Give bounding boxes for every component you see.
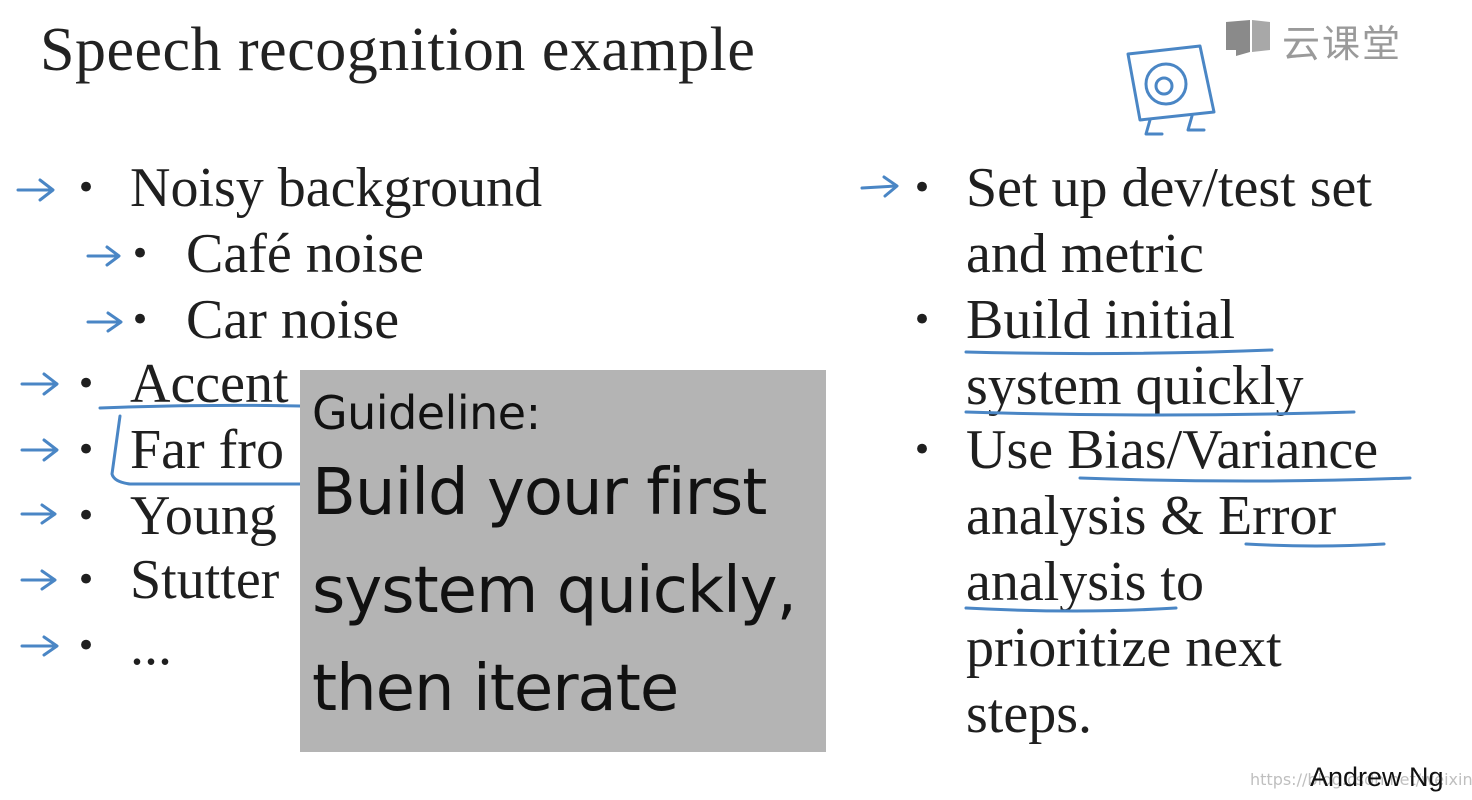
list-item: ... [130,615,172,677]
arrow-icon [20,438,59,462]
arrow-icon [860,175,899,198]
list-item: Accent [130,353,289,415]
list-item: Car noise [186,289,400,351]
slide-title: Speech recognition example [40,16,756,84]
list-item: Café noise [186,223,424,285]
arrow-icon [86,311,123,333]
guideline-heading: Guideline: [312,386,541,440]
arrow-icon [86,245,121,267]
author-credit: Andrew Ng [1310,762,1444,792]
guideline-callout: Guideline: Build your first system quick… [300,370,826,752]
speaker-doodle-icon [1126,44,1216,136]
bullet-marker: • [76,364,97,404]
list-item-line: steps. [966,683,1092,745]
arrow-icon [20,635,59,657]
list-item-line: analysis & Error [966,485,1337,547]
list-item: Stutter [130,549,280,611]
logo-text: 云课堂 [1282,21,1403,66]
list-item-line: Set up dev/test set [966,157,1372,219]
guideline-line: Build your first [312,456,767,530]
arrow-icon [20,503,57,525]
list-item: Far fro [130,419,284,481]
guideline-body: Build your first system quickly, then it… [312,444,826,738]
bullet-marker: • [76,430,97,470]
arrow-icon [20,569,57,591]
bullet-marker: • [130,300,151,340]
chat-bubble-icon [1224,18,1272,62]
list-item-line: Build initial [966,289,1236,351]
bullet-marker: • [912,300,933,340]
list-item-line: analysis to [966,551,1204,613]
list-item-line: Use Bias/Variance [966,419,1379,481]
bullet-marker: • [76,496,97,536]
bullet-marker: • [912,430,933,470]
list-item: Noisy background [130,157,543,219]
bullet-marker: • [76,626,97,666]
list-item-line: prioritize next [966,617,1282,679]
bullet-marker: • [130,234,151,274]
brand-logo: 云课堂 [1224,14,1414,66]
list-item-line: system quickly [966,355,1304,417]
arrow-icon [20,372,59,396]
guideline-line: system quickly, [312,554,797,628]
bullet-marker: • [912,168,933,208]
list-item: Young [130,485,277,547]
bullet-marker: • [76,560,97,600]
watermark-url: https://blog.csdn.net/weixin_... [1250,770,1472,789]
guideline-line: then iterate [312,652,679,726]
bullet-marker: • [76,168,97,208]
arrow-icon [16,178,55,202]
list-item-line: and metric [966,223,1204,285]
